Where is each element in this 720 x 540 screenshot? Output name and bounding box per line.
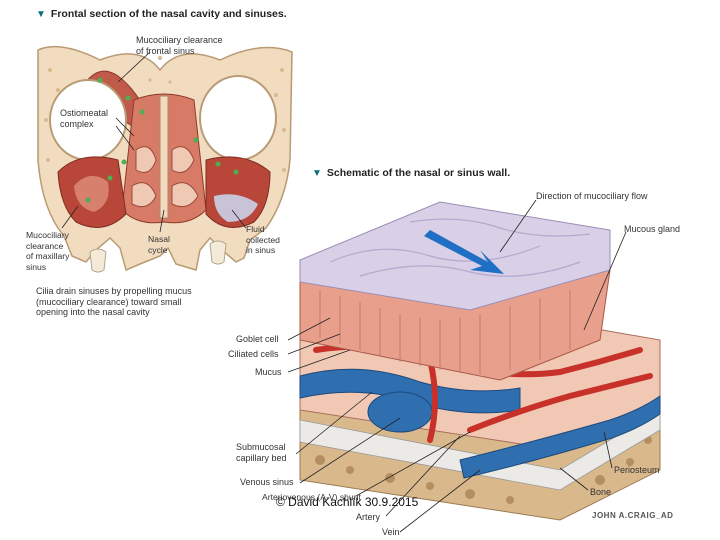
label-vein: Vein [382, 527, 400, 538]
label-periosteum: Periosteum [614, 465, 660, 476]
label-mucous-gland: Mucous gland [624, 224, 680, 235]
label-mucus: Mucus [255, 367, 282, 378]
label-goblet-cell: Goblet cell [236, 334, 279, 345]
label-submucosal-capillary-bed: Submucosal capillary bed [236, 442, 287, 463]
label-venous-sinus: Venous sinus [240, 477, 294, 488]
label-direction-mucociliary-flow: Direction of mucociliary flow [536, 191, 648, 202]
artist-signature: JOHN A.CRAIG_AD [592, 511, 673, 520]
label-bone: Bone [590, 487, 611, 498]
copyright-text: © David Kachlík 30.9.2015 [276, 495, 418, 509]
label-ciliated-cells: Ciliated cells [228, 349, 279, 360]
label-artery: Artery [356, 512, 380, 523]
